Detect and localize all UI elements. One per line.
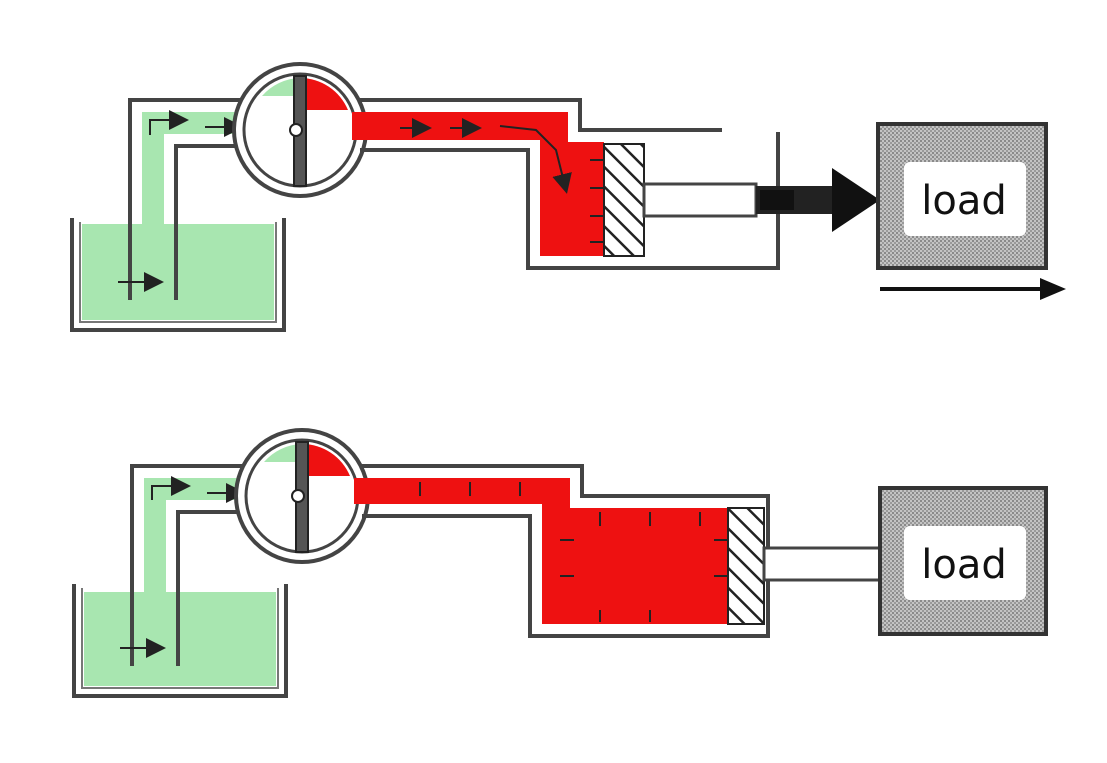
load-label: load [921, 178, 1007, 224]
pump [234, 428, 370, 564]
load-block: load [876, 122, 1048, 270]
cylinder-piston [727, 507, 882, 625]
load-block: load [878, 486, 1048, 636]
panel-bottom: load [72, 428, 1048, 698]
pump [232, 62, 368, 198]
load-label: load [921, 542, 1007, 588]
pressure-line [352, 98, 780, 270]
motion-direction-arrow [880, 278, 1066, 300]
pressure-line [354, 464, 770, 638]
cylinder-piston [603, 143, 880, 257]
panel-top: load [70, 62, 1066, 332]
piston-rod [642, 182, 758, 218]
force-arrow-icon [832, 168, 880, 232]
piston-rod [762, 546, 882, 582]
